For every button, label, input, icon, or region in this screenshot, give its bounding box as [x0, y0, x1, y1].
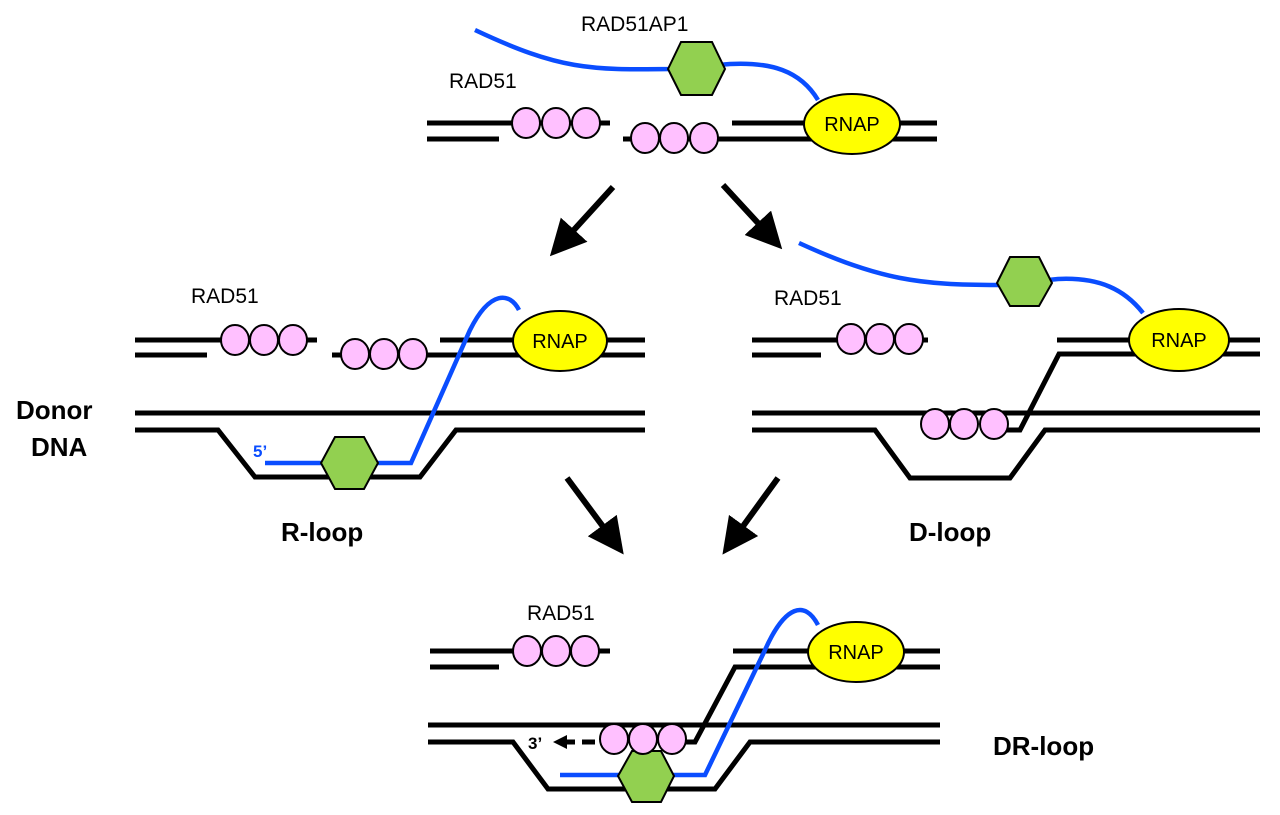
- rad51-label: RAD51: [449, 70, 517, 93]
- rad51ap1-label: RAD51AP1: [581, 13, 688, 36]
- extension-arrowhead: [553, 735, 567, 749]
- rad51-filament: [511, 107, 601, 139]
- rnap: RNAP: [807, 621, 905, 683]
- rad51-label: RAD51: [774, 287, 842, 310]
- rad51-filament: [630, 122, 719, 154]
- rad51-filament: [836, 323, 924, 355]
- three-prime-label: 3’: [528, 734, 542, 753]
- arrow-d-loop-to-dr-loop: [722, 476, 781, 555]
- rad51-filament: [599, 723, 687, 755]
- invading-strand: [680, 664, 940, 745]
- rad51ap1-hexagon: [995, 256, 1054, 307]
- rnap-label: RNAP: [828, 642, 884, 664]
- arrow-to-r-loop: [549, 184, 616, 257]
- rad51-label: RAD51: [527, 602, 595, 625]
- rna-strand: [474, 27, 820, 102]
- panel-dr-loop: RAD51 3’ RNAP DR-loop: [428, 602, 1094, 803]
- donor-dna-label-line2: DNA: [31, 432, 88, 462]
- donor-dna-displaced-strand: [752, 427, 1260, 481]
- arrow-to-d-loop: [720, 182, 783, 250]
- donor-dna-displaced-strand: [135, 427, 645, 480]
- d-loop-title: D-loop: [909, 517, 991, 547]
- panel-initial: RAD51AP1 RAD51 RNAP: [427, 13, 937, 155]
- r-loop-title: R-loop: [281, 517, 363, 547]
- rad51-label: RAD51: [191, 285, 259, 308]
- rnap-label: RNAP: [1151, 330, 1207, 352]
- rnap: RNAP: [1128, 308, 1230, 372]
- rna-strand: [798, 240, 1145, 315]
- arrow-r-loop-to-dr-loop: [564, 476, 624, 555]
- donor-dna-label-line1: Donor: [16, 395, 93, 425]
- rad51ap1-hexagon: [319, 436, 380, 490]
- rad51-filament: [920, 408, 1009, 440]
- rad51-filament: [340, 338, 428, 370]
- invading-strand: [1000, 351, 1260, 433]
- rad51-filament: [220, 324, 308, 356]
- rnap-label: RNAP: [532, 331, 588, 353]
- rnap: RNAP: [512, 310, 608, 372]
- rad51ap1-hexagon: [616, 750, 676, 803]
- rnap: RNAP: [803, 93, 901, 155]
- rna-strand: [265, 295, 522, 466]
- panel-d-loop: RAD51 RNAP D-loop: [752, 240, 1260, 547]
- dr-loop-title: DR-loop: [993, 731, 1094, 761]
- five-prime-label: 5’: [253, 442, 267, 461]
- rad51-filament: [512, 635, 600, 667]
- panel-r-loop: RAD51 5’ RNAP Donor DNA R-loop: [16, 285, 645, 547]
- rad51ap1-hexagon: [666, 41, 727, 96]
- rna-strand: [560, 607, 820, 778]
- rnap-label: RNAP: [824, 114, 880, 136]
- donor-dna-displaced-strand: [428, 739, 940, 792]
